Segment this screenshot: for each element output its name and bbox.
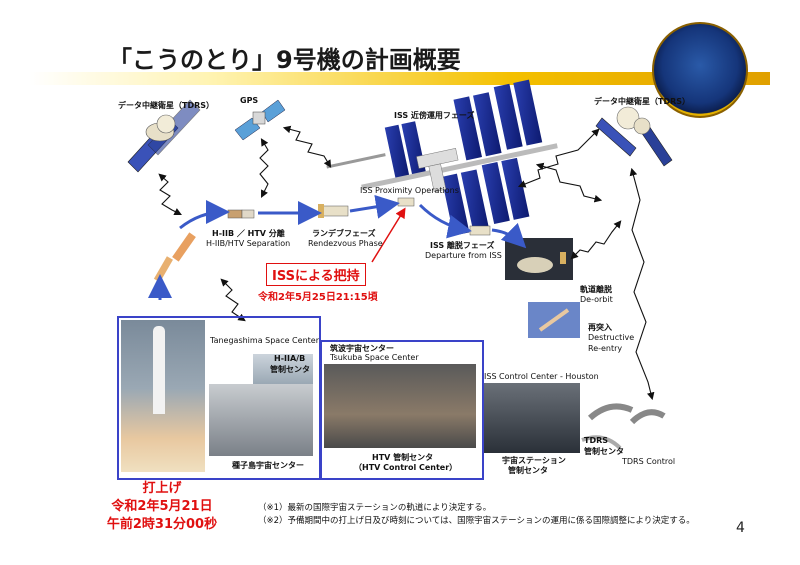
reentry-en-label-1: Destructive — [588, 333, 635, 342]
deorbit-jp-label: 軌道離脱 — [580, 285, 612, 294]
tanegashima-center-label: Tanegashima Space Center — [210, 336, 319, 345]
rocket-icon — [153, 326, 165, 414]
reentry-jp-label: 再突入 — [588, 323, 612, 332]
separation-jp-label: H-IIB ／ HTV 分離 — [212, 229, 285, 238]
page-number: 4 — [736, 520, 745, 536]
reentry-image — [528, 302, 580, 338]
iss-proximity-en-label: ISS Proximity Operations — [360, 186, 459, 195]
departure-jp-label: ISS 離脱フェーズ — [430, 241, 495, 250]
gps-satellite-icon — [234, 99, 286, 141]
capture-callout: ISSによる把持 — [266, 263, 366, 286]
tsukuba-frame — [320, 340, 484, 480]
houston-control-photo — [484, 383, 580, 453]
htv-rendezvous-vehicle-icon — [318, 204, 349, 218]
htv-separation-vehicle-icon — [227, 209, 255, 219]
htv-control-en-label: （HTV Control Center） — [354, 463, 458, 472]
tanegashima-jp-label: 種子島宇宙センター — [232, 461, 304, 470]
tdrs-control-en-label: TDRS Control — [622, 457, 676, 466]
capture-date: 令和2年5月25日21:15頃 — [258, 292, 378, 303]
launch-line-3: 午前2時31分00秒 — [106, 517, 218, 532]
separation-en-label: H-IIB/HTV Separation — [206, 239, 291, 248]
reentry-en-label-2: Re-entry — [588, 344, 623, 353]
page-title: 「こうのとり」9号機の計画概要 — [108, 46, 461, 74]
h2ab-control-label-2: 管制センタ — [270, 365, 310, 374]
tanegashima-control-photo — [209, 384, 313, 456]
iss-proximity-jp-label: ISS 近傍運用フェーズ — [394, 111, 475, 120]
iss-control-houston-label: ISS Control Center - Houston — [484, 372, 599, 381]
tdrs-left-satellite-icon — [127, 99, 201, 173]
tdrs-control-dish-icon — [581, 403, 666, 450]
deorbit-en-label: De-orbit — [580, 295, 613, 304]
tsukuba-en-label: Tsukuba Space Center — [330, 353, 419, 362]
gps-label: GPS — [240, 96, 259, 105]
departure-en-label: Departure from ISS — [425, 251, 502, 260]
htv-control-jp-label: HTV 管制センタ — [372, 453, 434, 462]
iss-station-icon — [326, 79, 558, 236]
note-1: （※1）最新の国際宇宙ステーションの軌道により決定する。 — [258, 503, 492, 513]
rocket-stage-icon — [153, 232, 196, 283]
tdrs-right-satellite-icon — [595, 106, 673, 167]
tdrs-left-label: データ中継衛星（TDRS） — [118, 101, 215, 110]
rendezvous-en-label: Rendezvous Phase — [308, 239, 383, 248]
launch-info: 打上げ 令和2年5月21日 午前2時31分00秒 — [92, 480, 232, 534]
station-control-label-1: 宇宙ステーション — [502, 456, 566, 465]
htv-departure-vehicle-icon — [469, 225, 491, 236]
mission-emblem-icon — [652, 22, 748, 118]
launch-line-1: 打上げ — [142, 481, 182, 496]
htv-proximity-vehicle-icon — [397, 197, 415, 207]
capture-label: ISSによる把持 — [272, 269, 360, 284]
title-band — [30, 72, 770, 85]
tsukuba-jp-label: 筑波宇宙センター — [330, 344, 394, 353]
h2ab-control-label-1: H-IIA/B — [274, 354, 306, 363]
station-control-label-2: 管制センタ — [508, 466, 548, 475]
note-2: （※2）予備期間中の打上げ日及び時刻については、国際宇宙ステーションの運用に係る… — [258, 516, 695, 526]
tdrs-right-label: データ中継衛星（TDRS） — [594, 97, 691, 106]
tsukuba-control-photo — [324, 364, 476, 448]
tdrs-control-jp-label-1: TDRS — [584, 436, 609, 445]
h2ab-control-photo — [253, 354, 313, 384]
deorbit-image — [505, 238, 573, 280]
tdrs-control-jp-label-2: 管制センタ — [584, 447, 624, 456]
launch-line-2: 令和2年5月21日 — [111, 499, 213, 514]
rendezvous-jp-label: ランデブフェーズ — [312, 229, 376, 238]
